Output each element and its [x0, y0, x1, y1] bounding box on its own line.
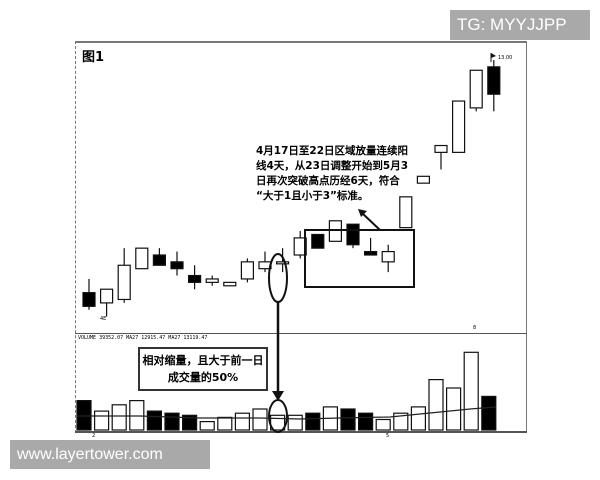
candle-body	[205, 278, 219, 283]
x-tick-left: 2	[92, 433, 96, 439]
candle-body	[346, 223, 360, 246]
candle-body	[434, 144, 448, 153]
volume-annotation-line2: 成交量的50%	[167, 371, 239, 384]
candle-body	[452, 100, 466, 153]
candle-body	[117, 264, 131, 301]
volume-bar	[164, 412, 180, 431]
volume-bar	[358, 412, 374, 431]
volume-bar	[252, 408, 268, 431]
price-annotation: 4月17日至22日区域放量连续阳 线4天，从23日调整开始到5月3 日再次突破高…	[256, 145, 409, 202]
volume-arrow-head	[272, 391, 284, 401]
volume-bar	[393, 412, 409, 431]
candle-body	[170, 261, 184, 270]
chart-frame	[75, 41, 527, 433]
volume-bar	[428, 379, 444, 431]
candle-body	[293, 237, 307, 256]
annotation-arrow-head	[358, 209, 367, 217]
volume-annotation-line1: 相对缩量，且大于前一日	[142, 354, 264, 367]
candle-body	[399, 196, 413, 229]
volume-bar	[410, 406, 426, 431]
figure-label: 图1	[82, 50, 105, 65]
volume-bar	[287, 414, 303, 431]
volume-bar	[217, 416, 233, 431]
x-tick-top: 8	[473, 325, 477, 331]
volume-bar	[463, 351, 479, 431]
volume-bar	[111, 404, 127, 431]
x-tick-mid: 5	[386, 433, 390, 439]
candle-body	[135, 247, 149, 270]
volume-bar	[93, 410, 110, 431]
candle-body	[328, 220, 342, 242]
volume-bar	[76, 400, 92, 431]
volume-bar	[234, 412, 250, 431]
candle-body	[240, 261, 254, 280]
candle-body	[276, 261, 290, 265]
volume-ma-line	[77, 406, 497, 420]
candle-body	[99, 288, 114, 304]
candle-body	[82, 292, 96, 307]
volume-bar	[182, 414, 198, 431]
candle-body	[381, 250, 395, 263]
watermark-url: www.layertower.com	[10, 440, 210, 469]
candle-body	[188, 274, 202, 283]
doji-ellipse	[268, 253, 288, 303]
volume-annotation-box: 相对缩量，且大于前一日 成交量的50%	[138, 347, 268, 391]
candle-body	[223, 281, 237, 287]
watermark-telegram: TG: MYYJJPP	[450, 10, 590, 40]
annotation-arrow-line	[361, 212, 381, 231]
volume-bar	[375, 418, 391, 431]
volume-bar	[305, 412, 321, 431]
candle-body	[311, 233, 325, 249]
candle-body	[469, 69, 483, 109]
volume-bar	[199, 421, 215, 431]
price-low-label: 4E	[100, 316, 107, 322]
volume-ellipse	[268, 399, 288, 433]
x-axis	[75, 431, 527, 433]
volume-bar	[340, 408, 356, 431]
consolidation-highlight-box	[304, 229, 415, 288]
price-volume-divider	[75, 333, 527, 334]
price-high-label: 13.00	[498, 55, 513, 61]
volume-bar	[446, 387, 462, 431]
candle-body	[487, 66, 501, 95]
price-candles	[82, 60, 501, 317]
candle-body	[364, 250, 378, 256]
volume-bar	[129, 400, 145, 431]
volume-bar	[481, 395, 497, 431]
volume-legend: VOLUME 39352.07 MA27 12915.47 MA27 13119…	[78, 335, 208, 341]
flag-icon	[491, 53, 496, 58]
candle-body	[152, 254, 166, 266]
candle-body	[416, 175, 430, 184]
volume-bar	[146, 410, 162, 431]
